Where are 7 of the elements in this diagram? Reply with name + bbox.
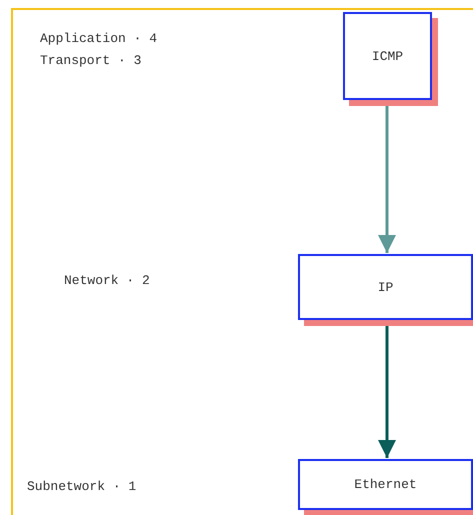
- protocol-name: IP: [378, 280, 394, 294]
- layer-label: Transport · 3: [40, 53, 142, 68]
- protocol-name: Ethernet: [354, 477, 417, 492]
- protocol-name: ICMP: [372, 48, 404, 64]
- layer-label: Network · 2: [64, 273, 150, 288]
- layer-label: Subnetwork · 1: [27, 479, 136, 494]
- layer-label: Application · 4: [40, 31, 158, 46]
